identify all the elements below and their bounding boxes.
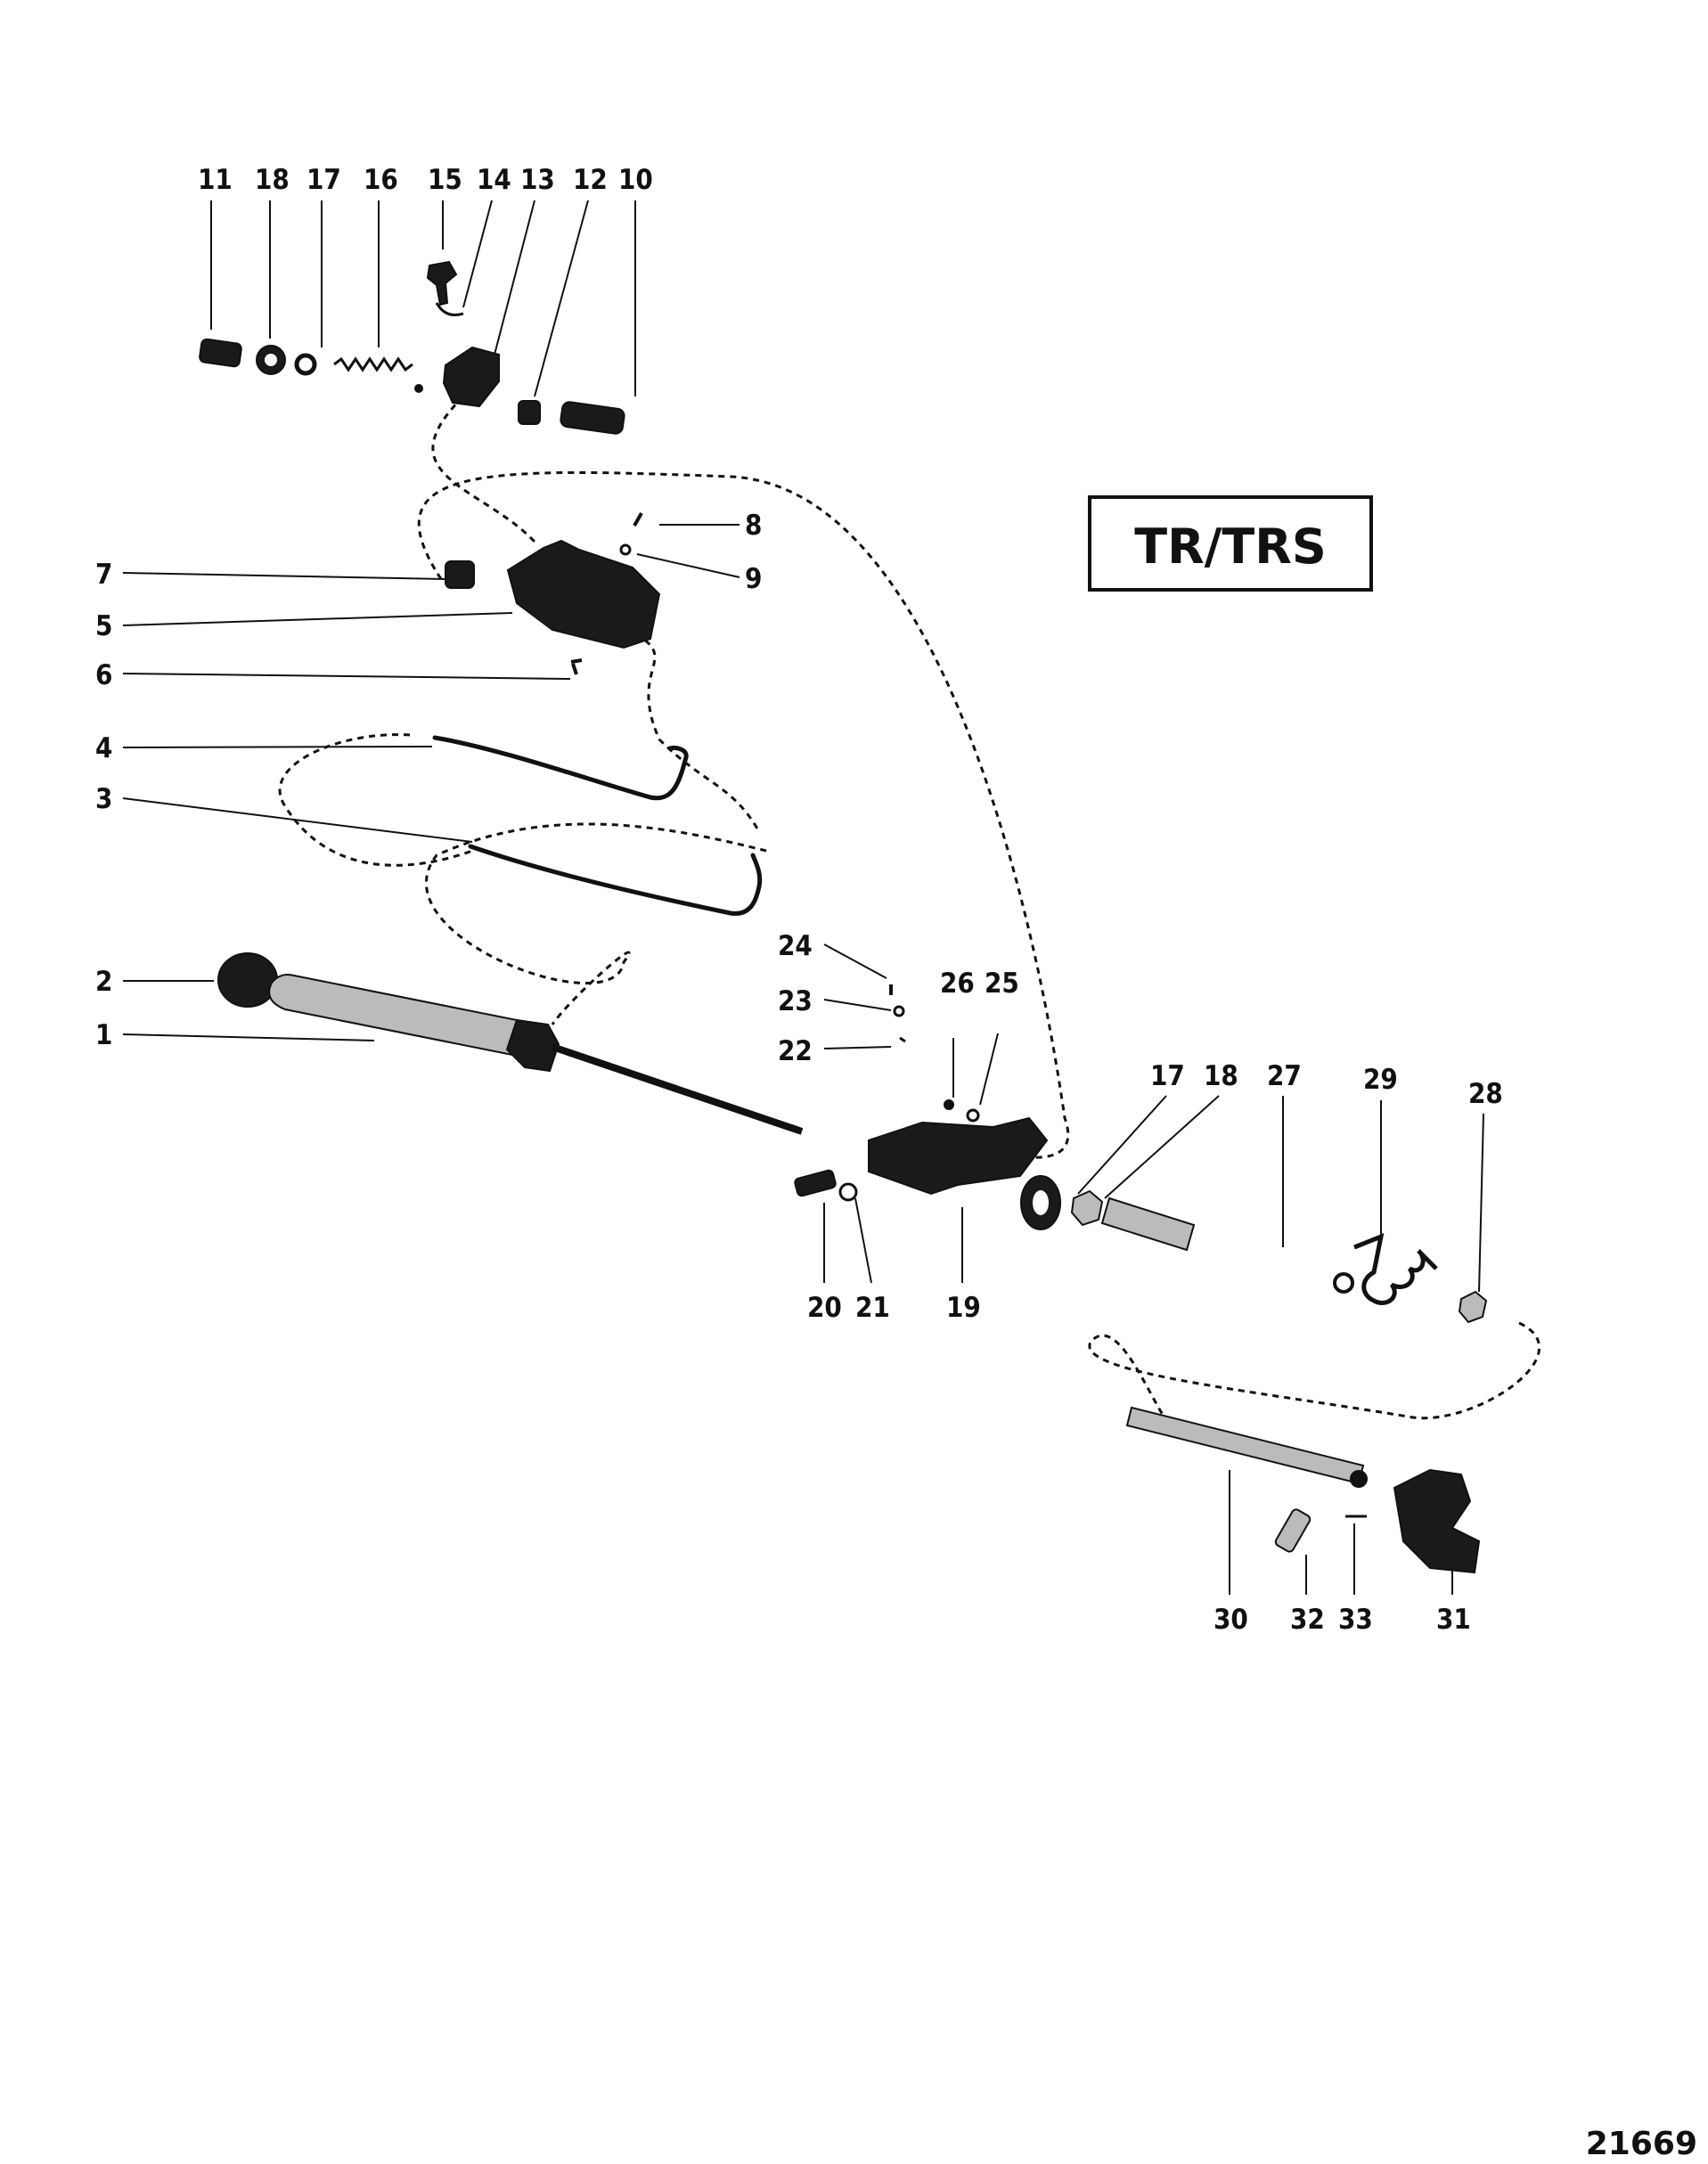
washer-hole [1033, 1190, 1049, 1215]
part-8-screw [633, 512, 643, 527]
part-17-oring [294, 353, 317, 376]
callout-14: 14 [477, 164, 511, 196]
callout-27: 27 [1267, 1060, 1302, 1092]
callout-29: 29 [1363, 1064, 1398, 1096]
part-28-nut [1458, 1290, 1488, 1324]
part-27-shaft [1100, 1196, 1196, 1252]
model-badge: TR/TRS [1088, 495, 1373, 592]
tiller-shaft [551, 1043, 804, 1135]
part-19-bracket [868, 1116, 1049, 1196]
part-30-shaft [1125, 1406, 1365, 1485]
part-31-lever [1393, 1468, 1481, 1574]
callout-3: 3 [95, 783, 112, 815]
callout-11: 11 [198, 164, 233, 196]
part-6-screw [570, 658, 583, 675]
part-21-washer [838, 1182, 858, 1202]
callout-2: 2 [95, 966, 112, 998]
leader-lines [122, 200, 1484, 1595]
part-17-18-nut [1070, 1189, 1104, 1227]
callout-30: 30 [1214, 1604, 1248, 1636]
part-9-washer [619, 543, 632, 556]
callout-10: 10 [618, 164, 653, 196]
part-1-tiller-handle [268, 974, 536, 1058]
assembly-guide-lines [278, 395, 1541, 1432]
callout-20: 20 [807, 1292, 842, 1324]
callout-6: 6 [95, 659, 112, 691]
tiller-grip [505, 1018, 560, 1073]
callout-8: 8 [745, 510, 762, 542]
callout-18b: 18 [1204, 1060, 1238, 1092]
model-badge-label: TR/TRS [1134, 519, 1326, 575]
part-23-washer [893, 1005, 905, 1017]
part-29-spring [1353, 1232, 1438, 1305]
callout-28: 28 [1468, 1078, 1503, 1110]
callout-12: 12 [573, 164, 608, 196]
part-11-screw [199, 338, 242, 368]
callout-5: 5 [95, 610, 112, 642]
callout-9: 9 [745, 563, 762, 595]
callout-19: 19 [946, 1292, 981, 1324]
callout-31: 31 [1436, 1604, 1471, 1636]
callout-25: 25 [985, 968, 1019, 1000]
shaft-hole [1350, 1470, 1368, 1488]
part-29-spring-clip [1333, 1272, 1354, 1294]
callout-24: 24 [778, 930, 813, 962]
part-12-bushing [518, 400, 541, 425]
callout-16: 16 [364, 164, 398, 196]
parts [199, 260, 1488, 1574]
callout-7: 7 [95, 559, 112, 591]
callout-13: 13 [520, 164, 555, 196]
callout-18: 18 [255, 164, 290, 196]
part-14-clip [435, 302, 464, 316]
callout-33: 33 [1338, 1604, 1373, 1636]
figure-reference-number: 21669 [1586, 2126, 1697, 2162]
callout-15: 15 [428, 164, 462, 196]
part-13-bracket [442, 346, 500, 408]
callout-1: 1 [95, 1019, 112, 1051]
part-10-pin [560, 401, 625, 435]
part-3-wire [468, 844, 763, 916]
part-26-ball [944, 1099, 954, 1110]
part-15-knob [426, 260, 458, 306]
callout-17: 17 [306, 164, 341, 196]
callout-4: 4 [95, 732, 112, 764]
part-4-wire [432, 735, 689, 801]
callout-23: 23 [778, 985, 813, 1017]
washer-hole [265, 354, 277, 366]
part-32-pin [1274, 1508, 1312, 1553]
part-5-housing [506, 539, 661, 649]
callout-32: 32 [1290, 1604, 1325, 1636]
callout-17b: 17 [1150, 1060, 1185, 1092]
callout-26: 26 [940, 968, 975, 1000]
part-16-spring [333, 356, 413, 372]
part-20-bolt [794, 1169, 837, 1197]
part-25-ring [966, 1108, 980, 1123]
callout-22: 22 [778, 1035, 813, 1067]
callout-numbers: 11 18 17 16 15 14 13 12 10 8 9 7 5 6 4 3… [95, 164, 1503, 1636]
spring-end [414, 384, 423, 393]
model-badge-box [1088, 495, 1373, 592]
part-7-fitting [445, 560, 475, 589]
part-2-end-cap [217, 952, 278, 1008]
part-22-pin [899, 1036, 906, 1043]
callout-21: 21 [855, 1292, 890, 1324]
